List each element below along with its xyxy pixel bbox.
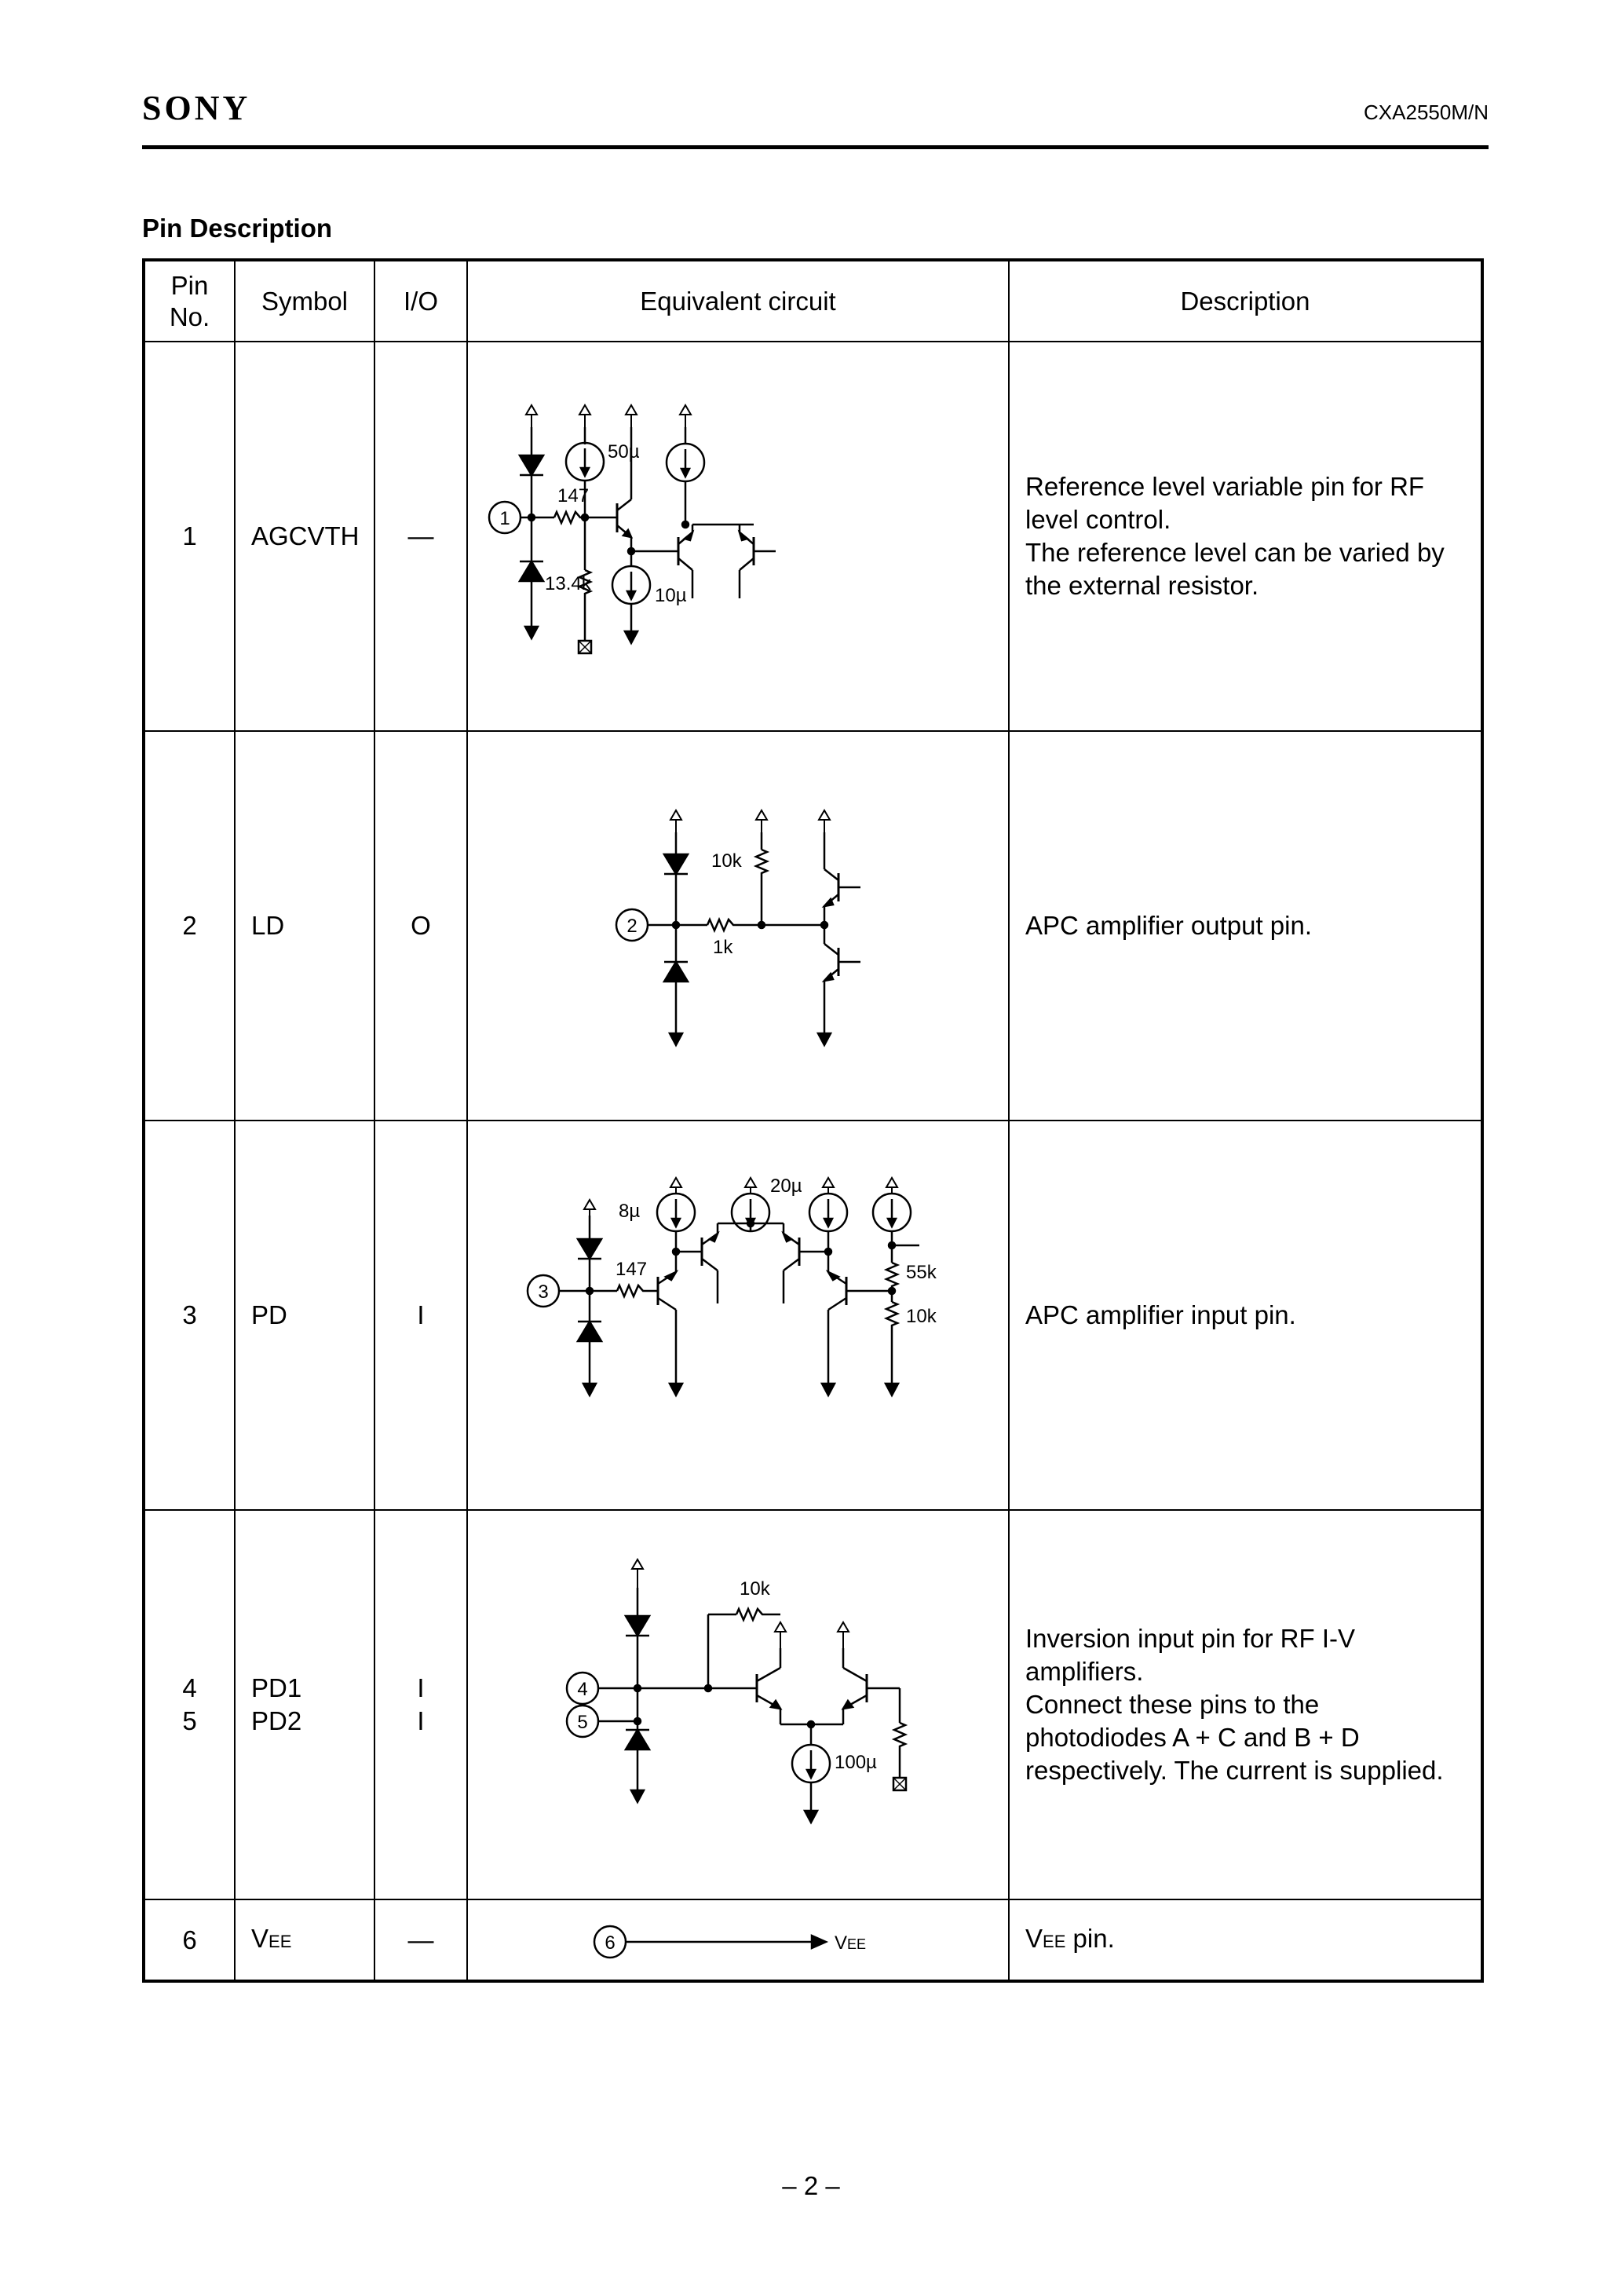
circuit-diagram-pin3: 3 147 8µ 20µ [526, 1175, 937, 1398]
pin-number: 2 [143, 730, 236, 1121]
table-row: 1 AGCVTH — [143, 341, 1483, 732]
svg-text:6: 6 [605, 1932, 615, 1954]
pin-description: APC amplifier output pin. [1008, 730, 1483, 1121]
equivalent-circuit: 4 5 10k [466, 1509, 1010, 1900]
circuit-diagram-pin4-5: 4 5 10k [565, 1558, 908, 1825]
table-row: 2 LD O 2 [143, 730, 1483, 1121]
ground-arrow [816, 1032, 833, 1047]
pin-symbol: PD [234, 1120, 375, 1511]
diode-symbol [623, 1614, 652, 1638]
page-number: – 2 – [782, 2171, 840, 2200]
resistor-symbol [576, 569, 594, 601]
svg-text:10k: 10k [906, 1306, 937, 1327]
section-title: Pin Description [142, 214, 333, 243]
pin-number: 3 [143, 1120, 236, 1511]
svg-text:147: 147 [557, 485, 589, 506]
pin-number: 4 5 [143, 1509, 236, 1900]
resistor-symbol [553, 509, 585, 526]
col-equivalent-circuit: Equivalent circuit [466, 259, 1010, 342]
circuit-diagram-pin1: 1 147 50µ 13.4k [488, 404, 776, 655]
diode-symbol [623, 1727, 652, 1751]
pin-io: — [374, 1899, 468, 1982]
resistor-symbol [616, 1282, 658, 1300]
resistor-symbol [735, 1606, 780, 1623]
diode-symbol [575, 1238, 604, 1261]
circuit-diagram-pin6: 6 VEE [593, 1925, 866, 1958]
ground-arrow [623, 630, 640, 645]
ground-arrow [883, 1382, 901, 1398]
svg-text:55k: 55k [906, 1262, 937, 1283]
svg-text:3: 3 [538, 1281, 548, 1303]
svg-text:4: 4 [577, 1679, 587, 1700]
pin-node-label: 1 [499, 508, 510, 529]
pin-symbol: VEE [234, 1899, 375, 1982]
svg-text:147: 147 [616, 1259, 647, 1280]
col-pin-no: Pin No. [143, 259, 236, 342]
equivalent-circuit: 1 147 50µ 13.4k [466, 341, 1010, 732]
vcc-symbol [524, 404, 692, 427]
col-io: I/O [374, 259, 468, 342]
resistor-symbol [883, 1300, 901, 1333]
external-pin-symbol [892, 1776, 908, 1792]
pin-number: 6 [143, 1899, 236, 1982]
ground-arrow [667, 1382, 685, 1398]
pin-description: APC amplifier input pin. [1008, 1120, 1483, 1511]
svg-text:13.4k: 13.4k [545, 573, 592, 594]
diode-symbol [575, 1319, 604, 1343]
ground-arrow [802, 1809, 820, 1825]
resistor-symbol [753, 848, 770, 925]
diode-symbol [517, 454, 546, 477]
svg-text:20µ: 20µ [770, 1175, 802, 1197]
ground-arrow [667, 1032, 685, 1047]
table-row: 3 PD I 3 [143, 1120, 1483, 1511]
pin-description: Inversion input pin for RF I-V amplifier… [1008, 1509, 1483, 1900]
pin-io: — [374, 341, 468, 732]
pin-io: I I [374, 1509, 468, 1900]
svg-text:8µ: 8µ [619, 1201, 640, 1222]
header-rule [142, 145, 1489, 149]
circuit-diagram-pin2: 2 1k 10k [615, 809, 860, 1047]
resistor-symbol [883, 1261, 901, 1291]
svg-text:10k: 10k [740, 1578, 771, 1600]
svg-text:5: 5 [577, 1712, 587, 1733]
pin-description: Reference level variable pin for RF leve… [1008, 341, 1483, 732]
svg-text:2: 2 [627, 916, 637, 937]
pin-symbol: PD1 PD2 [234, 1509, 375, 1900]
svg-text:10k: 10k [711, 850, 743, 872]
pin-symbol: LD [234, 730, 375, 1121]
table-header-row: Pin No. Symbol I/O Equivalent circuit De… [143, 259, 1483, 342]
diode-symbol [662, 853, 690, 876]
table-row: 6 VEE — 6 VEE VEE pin. [143, 1899, 1483, 1982]
svg-text:1k: 1k [713, 937, 733, 958]
ground-arrow [581, 1382, 598, 1398]
equivalent-circuit: 3 147 8µ 20µ [466, 1120, 1010, 1511]
table-row: 4 5 PD1 PD2 I I [143, 1509, 1483, 1900]
sony-logo: SONY [142, 89, 251, 127]
resistor-symbol [706, 916, 762, 934]
svg-text:VEE: VEE [835, 1932, 866, 1954]
pin-io: I [374, 1120, 468, 1511]
diode-symbol [662, 960, 690, 983]
pin-number: 1 [143, 341, 236, 732]
diode-symbol [517, 559, 546, 583]
external-pin-symbol [577, 639, 593, 655]
pin-description-table: Pin No. Symbol I/O Equivalent circuit De… [142, 258, 1484, 1983]
col-symbol: Symbol [234, 259, 375, 342]
pin-description: VEE pin. [1008, 1899, 1483, 1982]
ground-arrow [523, 625, 540, 641]
ground-arrow [820, 1382, 837, 1398]
equivalent-circuit: 6 VEE [466, 1899, 1010, 1982]
equivalent-circuit: 2 1k 10k [466, 730, 1010, 1121]
arrow-symbol [810, 1933, 829, 1950]
pin-io: O [374, 730, 468, 1121]
resistor-symbol [891, 1721, 908, 1778]
svg-text:100µ: 100µ [835, 1752, 877, 1773]
ground-arrow [629, 1789, 646, 1804]
svg-text:10µ: 10µ [655, 585, 687, 606]
col-description: Description [1008, 259, 1483, 342]
part-number: CXA2550M/N [1364, 101, 1489, 124]
svg-text:50µ: 50µ [608, 441, 640, 462]
pin-symbol: AGCVTH [234, 341, 375, 732]
